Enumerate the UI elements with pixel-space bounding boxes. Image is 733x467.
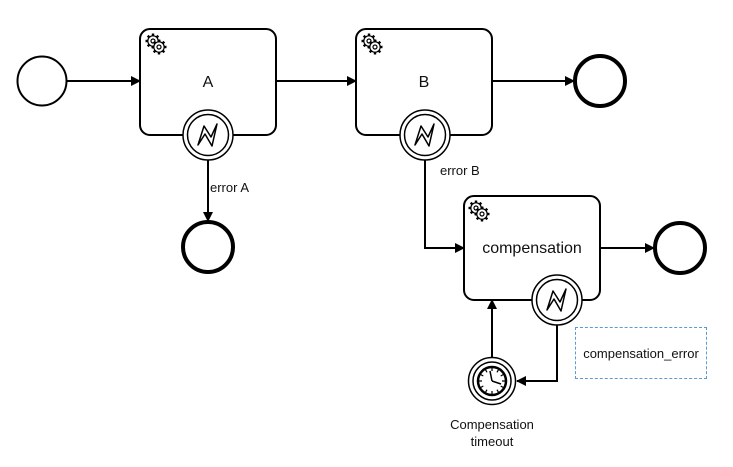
task-compensation-label: compensation [482,240,582,257]
end-event-b[interactable] [573,54,627,108]
end-event-compensation[interactable] [653,221,707,275]
flow-error-b [424,160,465,253]
lightning-icon[interactable] [182,109,234,161]
task-b-label: B [419,74,430,91]
lightning-icon[interactable] [531,274,583,326]
clock-icon[interactable] [467,356,517,406]
annotation-text: compensation_error [583,345,699,361]
flow-label-error-a: error A [210,180,249,195]
lightning-icon[interactable] [399,109,451,161]
start-event[interactable] [16,55,68,107]
end-event-error-a[interactable] [181,220,235,274]
task-a-label: A [203,74,214,91]
flow-compensation-error-to-timer [516,325,558,386]
text-annotation[interactable]: compensation_error [575,327,707,379]
timer-event-label: Compensation timeout [450,417,534,449]
task-compensation[interactable]: compensation [463,195,601,301]
flow-label-error-b: error B [440,163,480,178]
